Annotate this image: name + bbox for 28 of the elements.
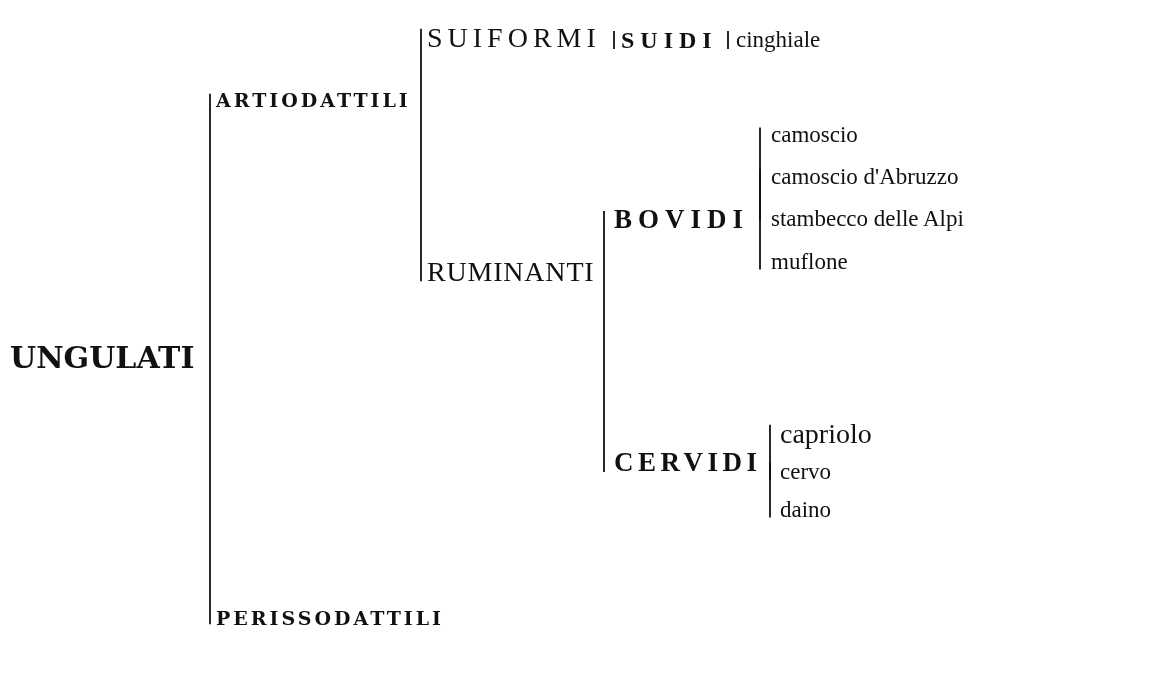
bracket-line [759, 210, 761, 221]
bracket-line [420, 99, 422, 283]
bracket-line [759, 219, 761, 271]
taxon-label: muflone [771, 249, 848, 275]
bracket-line [209, 356, 211, 626]
taxon-label: BOVIDI [614, 205, 750, 235]
taxon-label: SUIDI [621, 26, 718, 54]
taxon-label: SUIFORMI [427, 22, 601, 54]
taxon-label: camoscio d'Abruzzo [771, 164, 959, 190]
taxon-label: UNGULATI [10, 340, 195, 374]
bracket-line [769, 423, 771, 464]
bracket-line [769, 462, 771, 519]
taxon-label: daino [780, 497, 832, 523]
bracket-line [727, 30, 729, 50]
bracket-line [603, 271, 605, 473]
taxon-label: capriolo [780, 418, 872, 450]
taxon-label: ARTIODATTILI [216, 89, 411, 111]
bracket-line [209, 92, 211, 358]
taxon-label: PERISSODATTILI [216, 607, 444, 629]
taxon-label: stambecco delle Alpi [771, 206, 964, 232]
bracket-line [420, 27, 422, 101]
taxon-label: cinghiale [736, 27, 821, 53]
bracket-line [613, 30, 615, 50]
taxon-label: RUMINANTI [427, 256, 595, 288]
taxon-label: camoscio [771, 122, 858, 148]
taxon-label: CERVIDI [614, 448, 762, 478]
bracket-line [603, 210, 605, 273]
taxon-label: cervo [780, 459, 832, 485]
